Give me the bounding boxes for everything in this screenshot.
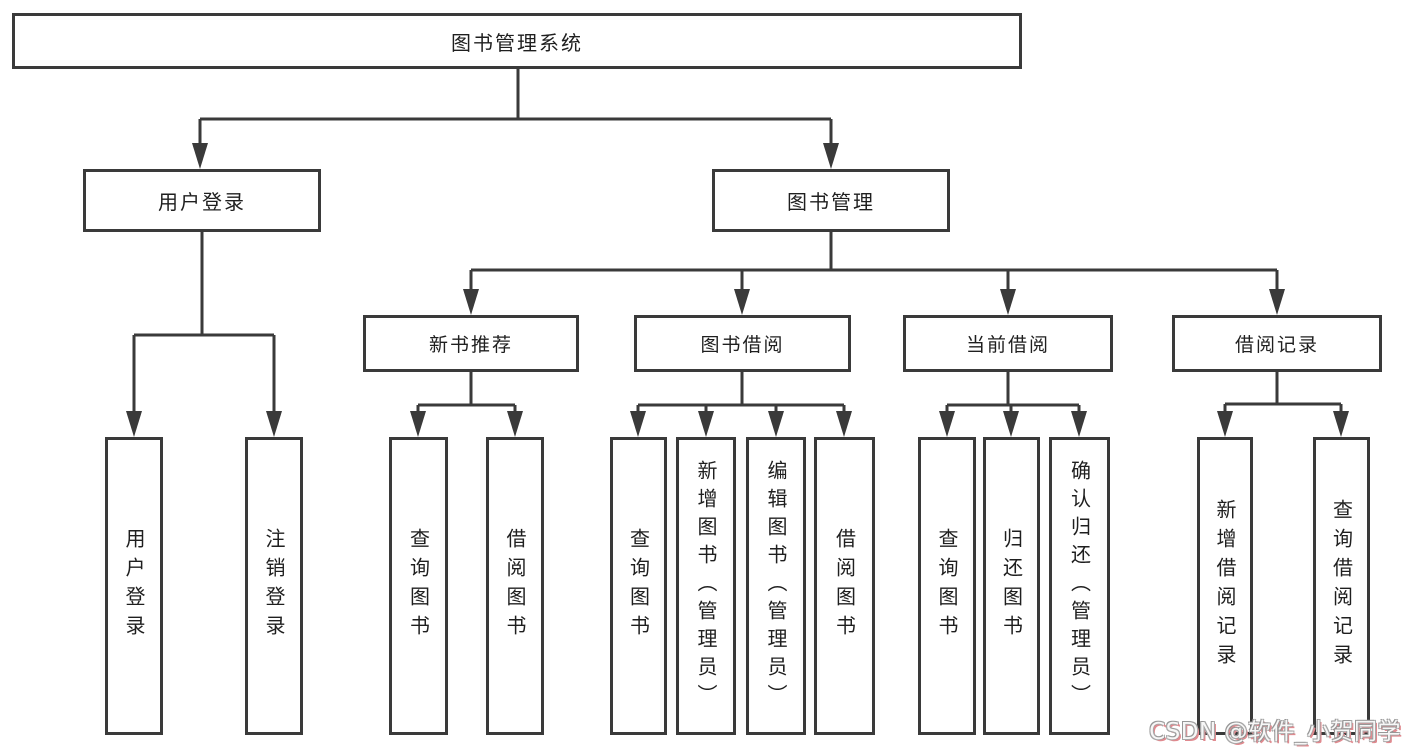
leaf-add-book-admin: 新增图书（管理员） [676, 437, 736, 735]
leaf-query-borrow-record: 查询借阅记录 [1313, 437, 1370, 735]
node-user-login: 用户登录 [83, 169, 321, 232]
node-new-book-recommendation: 新书推荐 [363, 315, 579, 372]
leaf-borrow-book: 借阅图书 [814, 437, 875, 735]
leaf-logout: 注销登录 [245, 437, 303, 735]
leaf-recommend-query-book: 查询图书 [389, 437, 448, 735]
leaf-current-query-book: 查询图书 [918, 437, 976, 735]
node-current-borrowing: 当前借阅 [903, 315, 1113, 372]
node-book-borrowing: 图书借阅 [634, 315, 851, 372]
leaf-borrow-query-book: 查询图书 [610, 437, 667, 735]
csdn-watermark: CSDN @软件_小贺同学 [1149, 719, 1401, 745]
node-root-library-system: 图书管理系统 [12, 13, 1022, 69]
leaf-add-borrow-record: 新增借阅记录 [1197, 437, 1253, 735]
leaf-recommend-borrow-book: 借阅图书 [486, 437, 544, 735]
node-book-management: 图书管理 [712, 169, 950, 232]
leaf-user-login: 用户登录 [105, 437, 163, 735]
leaf-edit-book-admin: 编辑图书（管理员） [746, 437, 806, 735]
leaf-confirm-return-admin: 确认归还（管理员） [1049, 437, 1110, 735]
node-borrowing-records: 借阅记录 [1172, 315, 1382, 372]
leaf-return-book: 归还图书 [983, 437, 1040, 735]
